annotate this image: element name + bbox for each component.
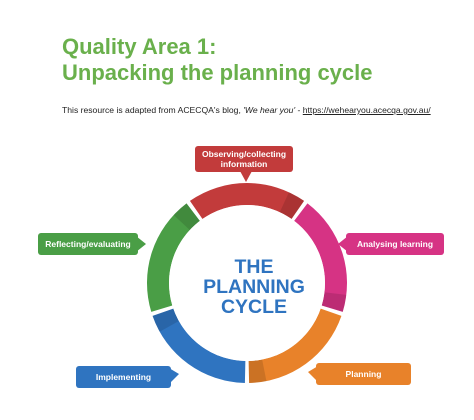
ring-shade-planning [248, 359, 267, 383]
stage-analysing-label: Analysing learning [346, 233, 444, 255]
stage-reflecting-label: Reflecting/evaluating [38, 233, 138, 255]
center-line-2: PLANNING [203, 276, 305, 298]
ring-segment-analysing [294, 203, 347, 312]
stage-planning-label: Planning [316, 363, 411, 385]
plan-pointer [308, 366, 318, 382]
ring-segment-reflecting [147, 203, 200, 312]
cycle-ring [147, 183, 347, 383]
source-dash: - [297, 105, 301, 115]
ring-segment-implementing [152, 308, 246, 383]
source-link[interactable]: https://wehearyou.acecqa.gov.au/ [302, 105, 431, 115]
analyse-pointer [338, 236, 348, 252]
center-line-3: CYCLE [220, 296, 288, 318]
ring-segment-planning [248, 308, 342, 383]
ring-segment-observing [189, 183, 305, 219]
cycle-center-title: THE PLANNING CYCLE [196, 257, 312, 317]
center-line-1: THE [234, 256, 274, 278]
page-title: Quality Area 1: Unpacking the planning c… [62, 34, 373, 86]
implement-pointer [169, 368, 179, 384]
stage-implementing-label: Implementing [76, 366, 171, 388]
observe-pointer [240, 171, 252, 182]
ring-shade-implementing [152, 308, 179, 332]
ring-shade-analysing [321, 292, 347, 312]
title-line-1: Quality Area 1: [62, 34, 217, 59]
source-quote: 'We hear you' [243, 105, 296, 115]
ring-inner-circle [169, 205, 325, 361]
ring-shade-reflecting [173, 203, 200, 231]
ring-shade-observing [279, 192, 305, 219]
stage-observing-label: Observing/collecting information [195, 146, 293, 172]
source-prefix: This resource is adapted from ACECQA's b… [62, 105, 241, 115]
source-attribution: This resource is adapted from ACECQA's b… [62, 105, 431, 115]
reflect-pointer [136, 236, 146, 252]
title-line-2: Unpacking the planning cycle [62, 60, 373, 85]
